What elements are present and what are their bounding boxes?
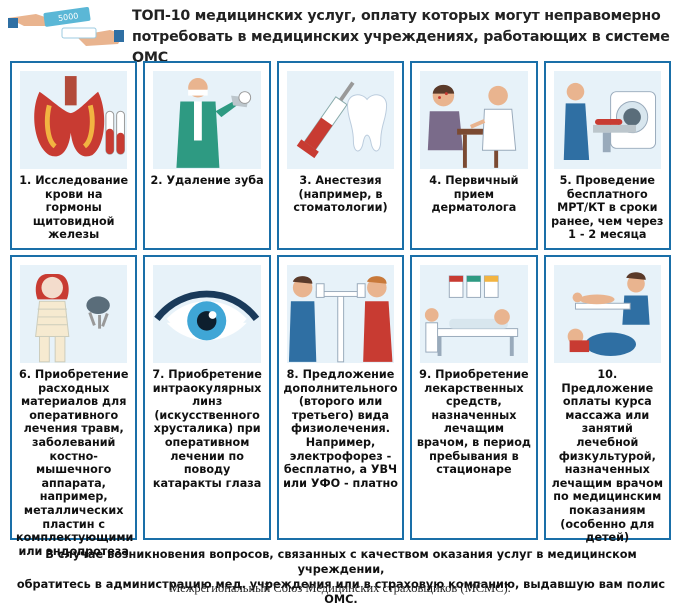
service-card-5: 5. Проведение бесплатного МРТ/КТ в сроки… bbox=[543, 61, 671, 250]
physiotherapy-icon bbox=[286, 265, 395, 363]
service-card-6: 6. Приобретение расходных материалов для… bbox=[10, 255, 138, 558]
eye-icon bbox=[153, 265, 261, 363]
credit-line: Межрегиональный Союз Медицинских страхов… bbox=[169, 581, 511, 595]
service-caption-2: 2. Удаление зуба bbox=[150, 174, 264, 187]
syringe-tooth-icon bbox=[286, 71, 395, 169]
service-card-10: 10. Предложение оплаты курса массажа или… bbox=[543, 255, 671, 544]
title-line-1: ТОП-10 медицинских услуг, оплату которых… bbox=[132, 8, 661, 24]
service-caption-4: 4. Первичный прием дерматолога bbox=[429, 174, 519, 215]
footer-line-1: В случае возникновения вопросов, связанн… bbox=[45, 548, 637, 576]
service-card-4: 4. Первичный прием дерматолога bbox=[410, 61, 538, 250]
bill-text: 5000 bbox=[58, 11, 79, 23]
service-card-9: 9. Приобретение лекарственных средств, н… bbox=[410, 255, 538, 540]
service-card-7: 7. Приобретение интраокулярных линз (иск… bbox=[143, 255, 271, 540]
service-caption-1: 1. Исследование крови на гормоны щитовид… bbox=[19, 174, 129, 242]
massage-icon bbox=[553, 265, 661, 363]
service-caption-7: 7. Приобретение интраокулярных линз (иск… bbox=[152, 368, 262, 490]
service-card-3: 3. Анестезия (например, в стоматологии) bbox=[276, 61, 405, 250]
service-caption-5: 5. Проведение бесплатного МРТ/КТ в сроки… bbox=[551, 174, 664, 242]
hospital-bed-medicines-icon bbox=[420, 265, 528, 363]
bandaged-patient-icon bbox=[20, 265, 128, 363]
service-caption-10: 10. Предложение оплаты курса массажа или… bbox=[551, 368, 663, 545]
dentist-icon bbox=[153, 71, 261, 169]
footer-note: В случае возникновения вопросов, связанн… bbox=[6, 547, 676, 607]
service-card-2: 2. Удаление зуба bbox=[143, 61, 271, 250]
service-caption-6: 6. Приобретение расходных материалов для… bbox=[16, 368, 134, 558]
services-grid: 1. Исследование крови на гормоны щитовид… bbox=[7, 61, 674, 558]
service-caption-9: 9. Приобретение лекарственных средств, н… bbox=[416, 368, 531, 477]
page-title: ТОП-10 медицинских услуг, оплату которых… bbox=[132, 6, 677, 69]
service-card-8: 8. Предложение дополнительного (второго … bbox=[276, 255, 405, 540]
service-caption-8: 8. Предложение дополнительного (второго … bbox=[283, 368, 398, 490]
header: 5000 ТОП-10 медицинских услуг, оплату ко… bbox=[0, 0, 680, 66]
money-hands-logo-icon: 5000 bbox=[6, 4, 126, 54]
thyroid-test-tubes-icon bbox=[20, 71, 128, 169]
service-card-1: 1. Исследование крови на гормоны щитовид… bbox=[10, 61, 138, 250]
service-caption-3: 3. Анестезия (например, в стоматологии) bbox=[293, 174, 388, 215]
mri-scanner-icon bbox=[553, 71, 661, 169]
dermatologist-icon bbox=[420, 71, 528, 169]
